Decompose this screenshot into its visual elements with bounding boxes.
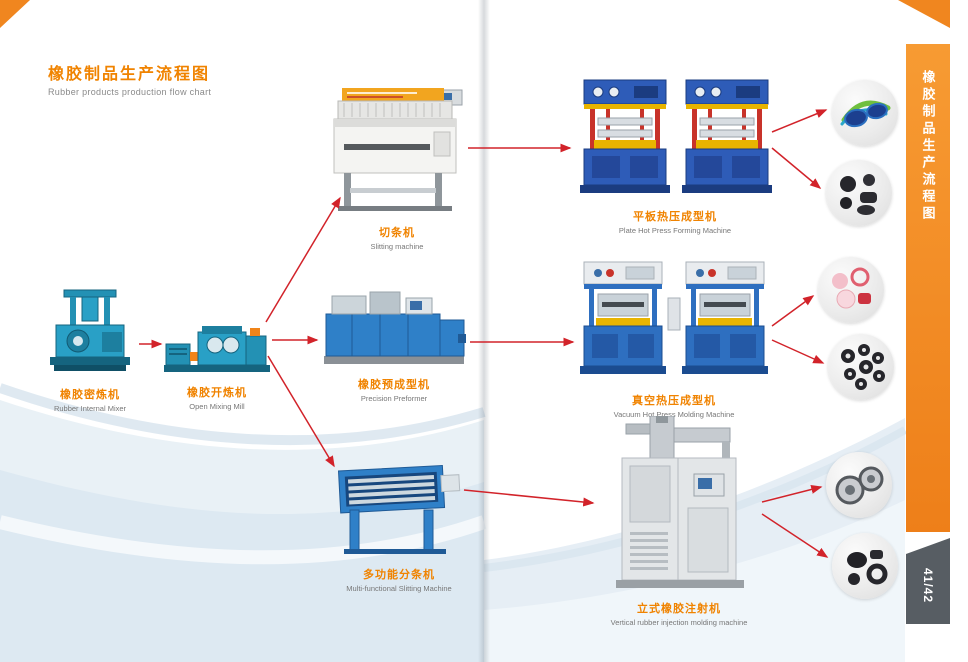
multifunctional-slitting-image [336, 448, 462, 561]
product-photo-pink-silicone-parts [818, 257, 884, 323]
machine-name-cn: 橡胶密炼机 [60, 389, 120, 401]
machine-name-cn: 平板热压成型机 [632, 211, 717, 223]
chapter-side-tab: 橡胶制品生产流程图 [906, 44, 950, 532]
machine-plate-hot-press: 平板热压成型机 Plate Hot Press Forming Machine [576, 76, 774, 235]
machine-internal-mixer: 橡胶密炼机 Rubber Internal Mixer [44, 288, 136, 413]
machine-slitting: 切条机 Slitting machine [330, 88, 464, 251]
product-photo-rubber-wheels [826, 452, 892, 518]
machine-name-en: Slitting machine [370, 242, 424, 251]
page-subtitle: Rubber products production flow chart [48, 87, 212, 97]
open-mixing-mill-image [164, 318, 270, 379]
machine-name-en: Vertical rubber injection molding machin… [610, 618, 748, 627]
machine-name-en: Multi-functional Slitting Machine [346, 584, 452, 593]
machine-name-cn: 多功能分条机 [363, 569, 435, 581]
machine-name-cn: 真空热压成型机 [632, 395, 716, 407]
slitting-machine-image [330, 88, 464, 219]
corner-triangle-right [898, 0, 950, 28]
machine-name-cn: 立式橡胶注射机 [637, 603, 721, 615]
product-photo-swim-goggles [832, 80, 898, 146]
machine-name-cn: 橡胶预成型机 [358, 379, 430, 391]
machine-open-mixing-mill: 橡胶开炼机 Open Mixing Mill [164, 318, 270, 411]
vacuum-hot-press-image [578, 256, 770, 387]
machine-name-en: Rubber Internal Mixer [53, 404, 127, 413]
page-number: 41/42 [921, 568, 935, 604]
page-title: 橡胶制品生产流程图 [48, 66, 211, 83]
page-header: 橡胶制品生产流程图 Rubber products production flo… [48, 60, 211, 97]
machine-name-cn: 橡胶开炼机 [187, 387, 247, 399]
machine-name-en: Open Mixing Mill [189, 402, 245, 411]
corner-triangle-left [0, 0, 30, 28]
machine-vacuum-hot-press: 真空热压成型机 Vacuum Hot Press Molding Machine [578, 256, 770, 419]
page-number-tab: 41/42 [906, 538, 950, 624]
machine-name-en: Vacuum Hot Press Molding Machine [613, 410, 735, 419]
machine-name-cn: 切条机 [378, 227, 415, 239]
product-photo-rubber-grommets [828, 334, 894, 400]
machine-name-en: Plate Hot Press Forming Machine [618, 226, 732, 235]
internal-mixer-image [44, 288, 136, 381]
precision-preformer-image [322, 290, 466, 371]
product-photo-dark-rubber-parts [826, 160, 892, 226]
machine-multifunctional-slitting: 多功能分条机 Multi-functional Slitting Machine [336, 448, 462, 593]
machine-precision-preformer: 橡胶预成型机 Precision Preformer [322, 290, 466, 403]
page-fold-shadow [478, 0, 490, 662]
plate-hot-press-image [576, 76, 774, 203]
vertical-injection-image [598, 415, 760, 595]
machine-name-en: Precision Preformer [360, 394, 428, 403]
machine-vertical-injection: 立式橡胶注射机 Vertical rubber injection moldin… [598, 415, 760, 627]
side-tab-label: 橡胶制品生产流程图 [920, 70, 936, 223]
product-photo-molded-black-parts [832, 533, 898, 599]
